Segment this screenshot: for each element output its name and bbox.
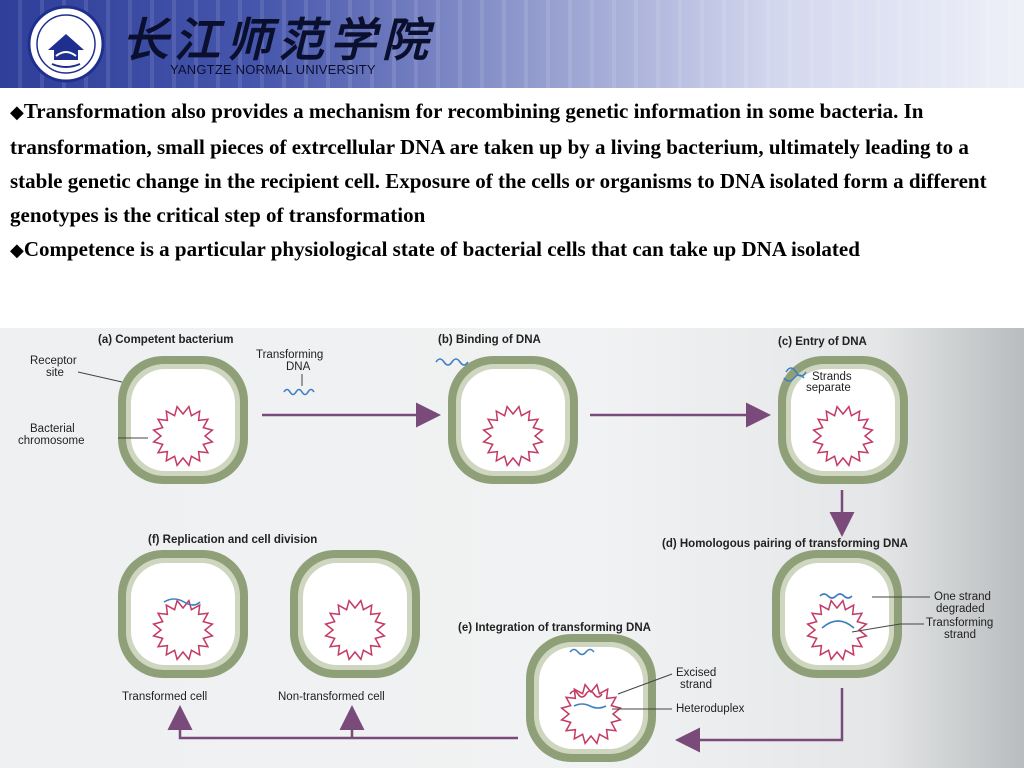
label-transformed-cell: Transformed cell [122,691,207,703]
panel-title-a: (a) Competent bacterium [98,334,233,346]
dna-fragment [569,648,595,656]
arrow-d-to-e [675,688,844,753]
bound-dna-strand [435,358,469,366]
bacterial-chromosome [559,682,623,746]
label-transforming-dna-line1: Transforming [256,349,323,361]
cell-cytoplasm [131,563,235,665]
slide-body: ◆Transformation also provides a mechanis… [10,94,1020,268]
bacterial-chromosome [481,404,545,468]
leader-receptor-site [77,371,123,383]
label-strands-separate-line2: separate [806,382,851,394]
panel-title-f: (f) Replication and cell division [148,534,317,546]
cell-homologous-pairing [772,550,902,678]
paragraph-text: Transformation also provides a mechanism… [10,99,987,227]
cell-transformed [118,550,248,678]
university-name-english: YANGTZE NORMAL UNIVERSITY [170,62,376,77]
cell-entry-of-dna [778,356,908,484]
label-transforming-dna-line2: DNA [286,361,311,373]
university-name-chinese: 长江师范学院 [122,13,434,67]
transforming-dna-strand [821,620,855,629]
bacterial-chromosome [323,598,387,662]
diamond-bullet-icon: ◆ [10,102,24,123]
bullet-paragraph: ◆Transformation also provides a mechanis… [10,94,1020,232]
excised-strand [569,690,603,698]
bacterial-chromosome [805,598,869,662]
bullet-paragraph: ◆Competence is a particular physiologica… [10,232,1020,268]
cell-competent-bacterium [118,356,248,484]
label-receptor-site-line1: Receptor [30,355,77,367]
diamond-bullet-icon: ◆ [10,240,24,261]
cell-cytoplasm [461,369,565,471]
label-bacterial-chromosome-line1: Bacterial [30,423,75,435]
cell-cytoplasm [785,563,889,665]
label-non-transformed-cell: Non-transformed cell [278,691,385,703]
panel-title-d: (d) Homologous pairing of transforming D… [662,538,908,550]
label-excised-strand-line1: Excised [676,667,716,679]
cell-cytoplasm [303,563,407,665]
free-dna-fragment [283,388,315,396]
label-strands-separate-line1: Strands [812,371,852,383]
degraded-dna-strand [819,593,853,599]
cell-cytoplasm [131,369,235,471]
entering-dna-strand [783,374,805,382]
bacterial-chromosome [151,598,215,662]
bacterial-chromosome [811,404,875,468]
label-heteroduplex: Heteroduplex [676,703,745,715]
cell-cytoplasm [791,369,895,471]
label-transforming-strand-line1: Transforming [926,617,993,629]
integrated-dna-strand [163,598,201,606]
cell-integration [526,634,656,762]
label-bacterial-chromosome-line2: chromosome [18,435,84,447]
heteroduplex-strand [573,703,607,709]
university-seal-icon [27,5,105,83]
paragraph-text: Competence is a particular physiological… [23,237,860,261]
leader-transforming-strand [851,623,924,633]
label-excised-strand-line2: strand [680,679,712,691]
bacterial-chromosome [151,404,215,468]
diagram-canvas: (a) Competent bacterium (b) Binding of D… [18,334,993,762]
arrow-e-to-f [167,705,518,740]
header-banner: 长江师范学院 YANGTZE NORMAL UNIVERSITY [0,0,1024,88]
label-transforming-strand-line2: strand [944,629,976,641]
label-one-strand-degraded-line2: degraded [936,603,985,615]
entering-dna-strand [785,367,807,377]
label-receptor-site-line2: site [46,367,64,379]
transformation-diagram: (a) Competent bacterium (b) Binding of D… [0,328,1024,768]
cell-binding-of-dna [435,356,578,484]
panel-title-c: (c) Entry of DNA [778,336,867,348]
panel-title-b: (b) Binding of DNA [438,334,541,346]
label-one-strand-degraded-line1: One strand [934,591,991,603]
panel-title-e: (e) Integration of transforming DNA [458,622,651,634]
cell-non-transformed [290,550,420,678]
cell-cytoplasm [539,647,643,749]
header-stripes [0,0,1024,88]
leader-excised-strand [617,673,673,695]
